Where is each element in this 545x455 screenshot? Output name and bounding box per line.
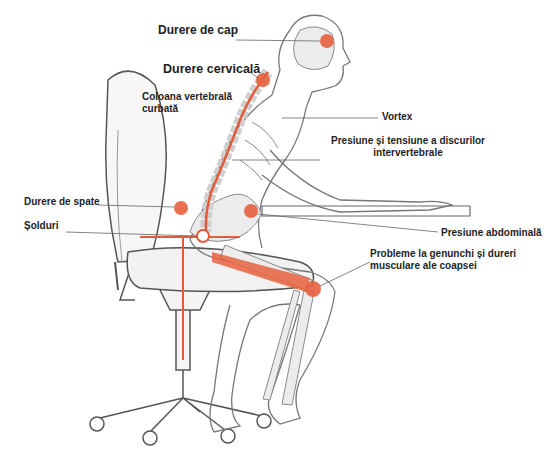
- chair-back-seam: [117, 130, 122, 262]
- pain-dot: [174, 201, 188, 215]
- wheel: [90, 417, 104, 431]
- leader-line: [258, 214, 438, 232]
- stress-marks: [140, 34, 334, 360]
- pain-dot: [305, 281, 321, 297]
- callout-label: Presiune și tensiune a discurilor interv…: [318, 135, 498, 158]
- leader-line: [66, 232, 197, 236]
- callout-label: Coloana vertebrală curbată: [142, 91, 242, 114]
- chair-back-post: [115, 262, 118, 290]
- callout-label: Presiune abdominală: [441, 227, 545, 239]
- back-of-head: [272, 30, 290, 95]
- thigh-stress: [212, 252, 310, 292]
- wheel: [221, 429, 235, 443]
- load-line: [182, 237, 184, 360]
- head-profile: [290, 15, 350, 108]
- callout-label: Probleme la genunchi și dureri musculare…: [370, 248, 542, 271]
- pain-dot: [244, 204, 258, 218]
- callout-label: Durere cervicală: [163, 62, 303, 76]
- person-outline: [190, 15, 452, 432]
- hip-joint: [197, 230, 209, 242]
- fibula: [263, 290, 300, 400]
- callout-label: Durere de cap: [158, 24, 278, 38]
- skull: [293, 27, 334, 70]
- leader-line: [282, 118, 378, 119]
- callout-label: Șolduri: [24, 220, 124, 232]
- tibia: [282, 290, 314, 405]
- chair-base: [90, 270, 271, 445]
- arm-outline: [262, 150, 452, 212]
- leader-line: [236, 40, 320, 41]
- ribs: [240, 122, 278, 180]
- leader-line: [320, 262, 370, 286]
- leader-line: [98, 205, 174, 207]
- wheel: [143, 431, 157, 445]
- skeleton: [190, 27, 334, 405]
- hip-line: [140, 236, 240, 238]
- callout-label: Durere de spate: [24, 196, 144, 208]
- chair-legs: [100, 370, 262, 432]
- pain-dot: [320, 34, 334, 48]
- leader-line: [232, 160, 320, 161]
- callout-label: Vortex: [382, 111, 462, 123]
- seat-mechanism: [160, 290, 210, 310]
- wheel: [257, 414, 271, 428]
